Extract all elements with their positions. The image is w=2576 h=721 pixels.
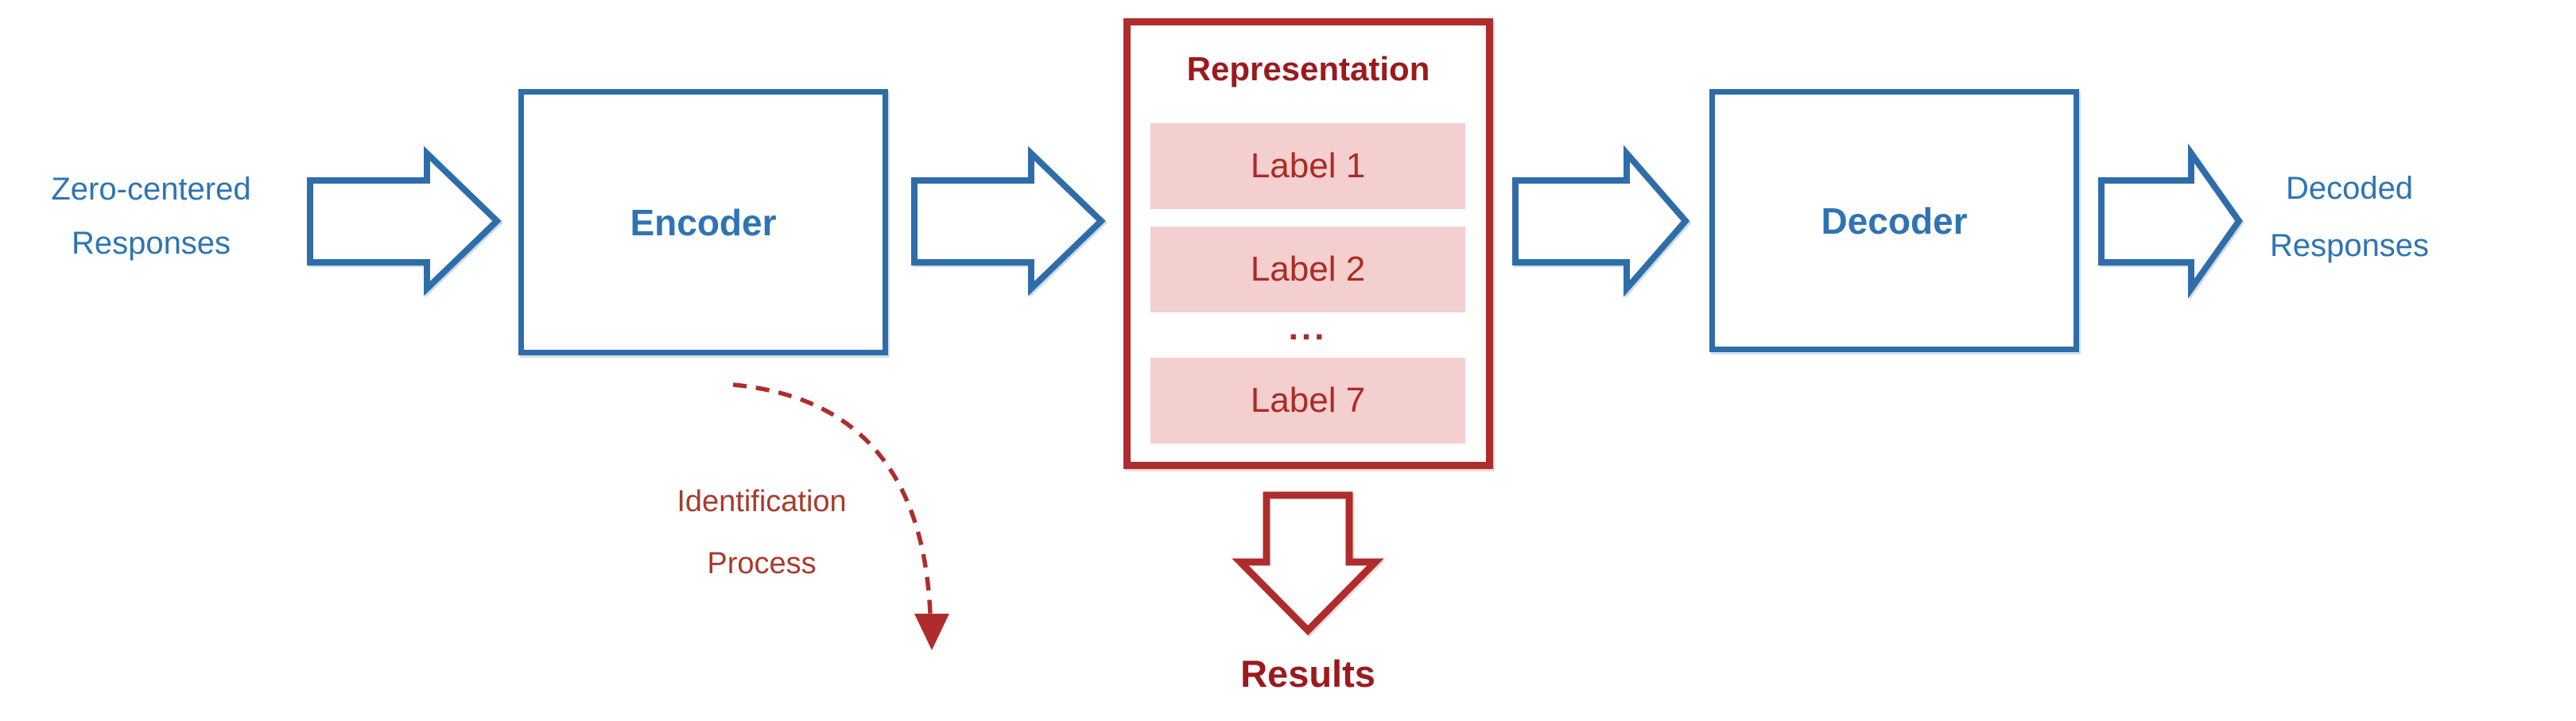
- representation-box: Representation Label 1 Label 2 ... Label…: [1123, 18, 1493, 469]
- representation-title: Representation: [1186, 50, 1430, 87]
- representation-ellipsis: ...: [1288, 308, 1328, 347]
- right-arrow-icon-decoder-to-output: [2098, 143, 2243, 299]
- down-arrow-icon-representation-to-results: [1232, 491, 1384, 636]
- representation-label-row: Label 2: [1150, 227, 1465, 312]
- input-label: Zero-centered Responses: [51, 172, 251, 261]
- decoder-box: Decoder: [1709, 89, 2079, 352]
- encoder-box-label: Encoder: [630, 201, 777, 243]
- output-label: Decoded Responses: [2269, 171, 2430, 263]
- right-arrow-icon-encoder-to-representation: [911, 145, 1106, 297]
- representation-label-row: Label 7: [1150, 358, 1465, 444]
- decoder-box-label: Decoder: [1821, 200, 1968, 242]
- representation-label-row: Label 1: [1150, 123, 1465, 209]
- right-arrow-icon-representation-to-decoder: [1512, 145, 1690, 297]
- dashed-curved-arrow-icon-identification: [732, 382, 949, 650]
- results-label: Results: [1240, 653, 1375, 695]
- encoder-box: Encoder: [518, 89, 888, 355]
- identification-process-label: Identification Process: [677, 485, 847, 580]
- right-arrow-icon-input-to-encoder: [307, 145, 502, 297]
